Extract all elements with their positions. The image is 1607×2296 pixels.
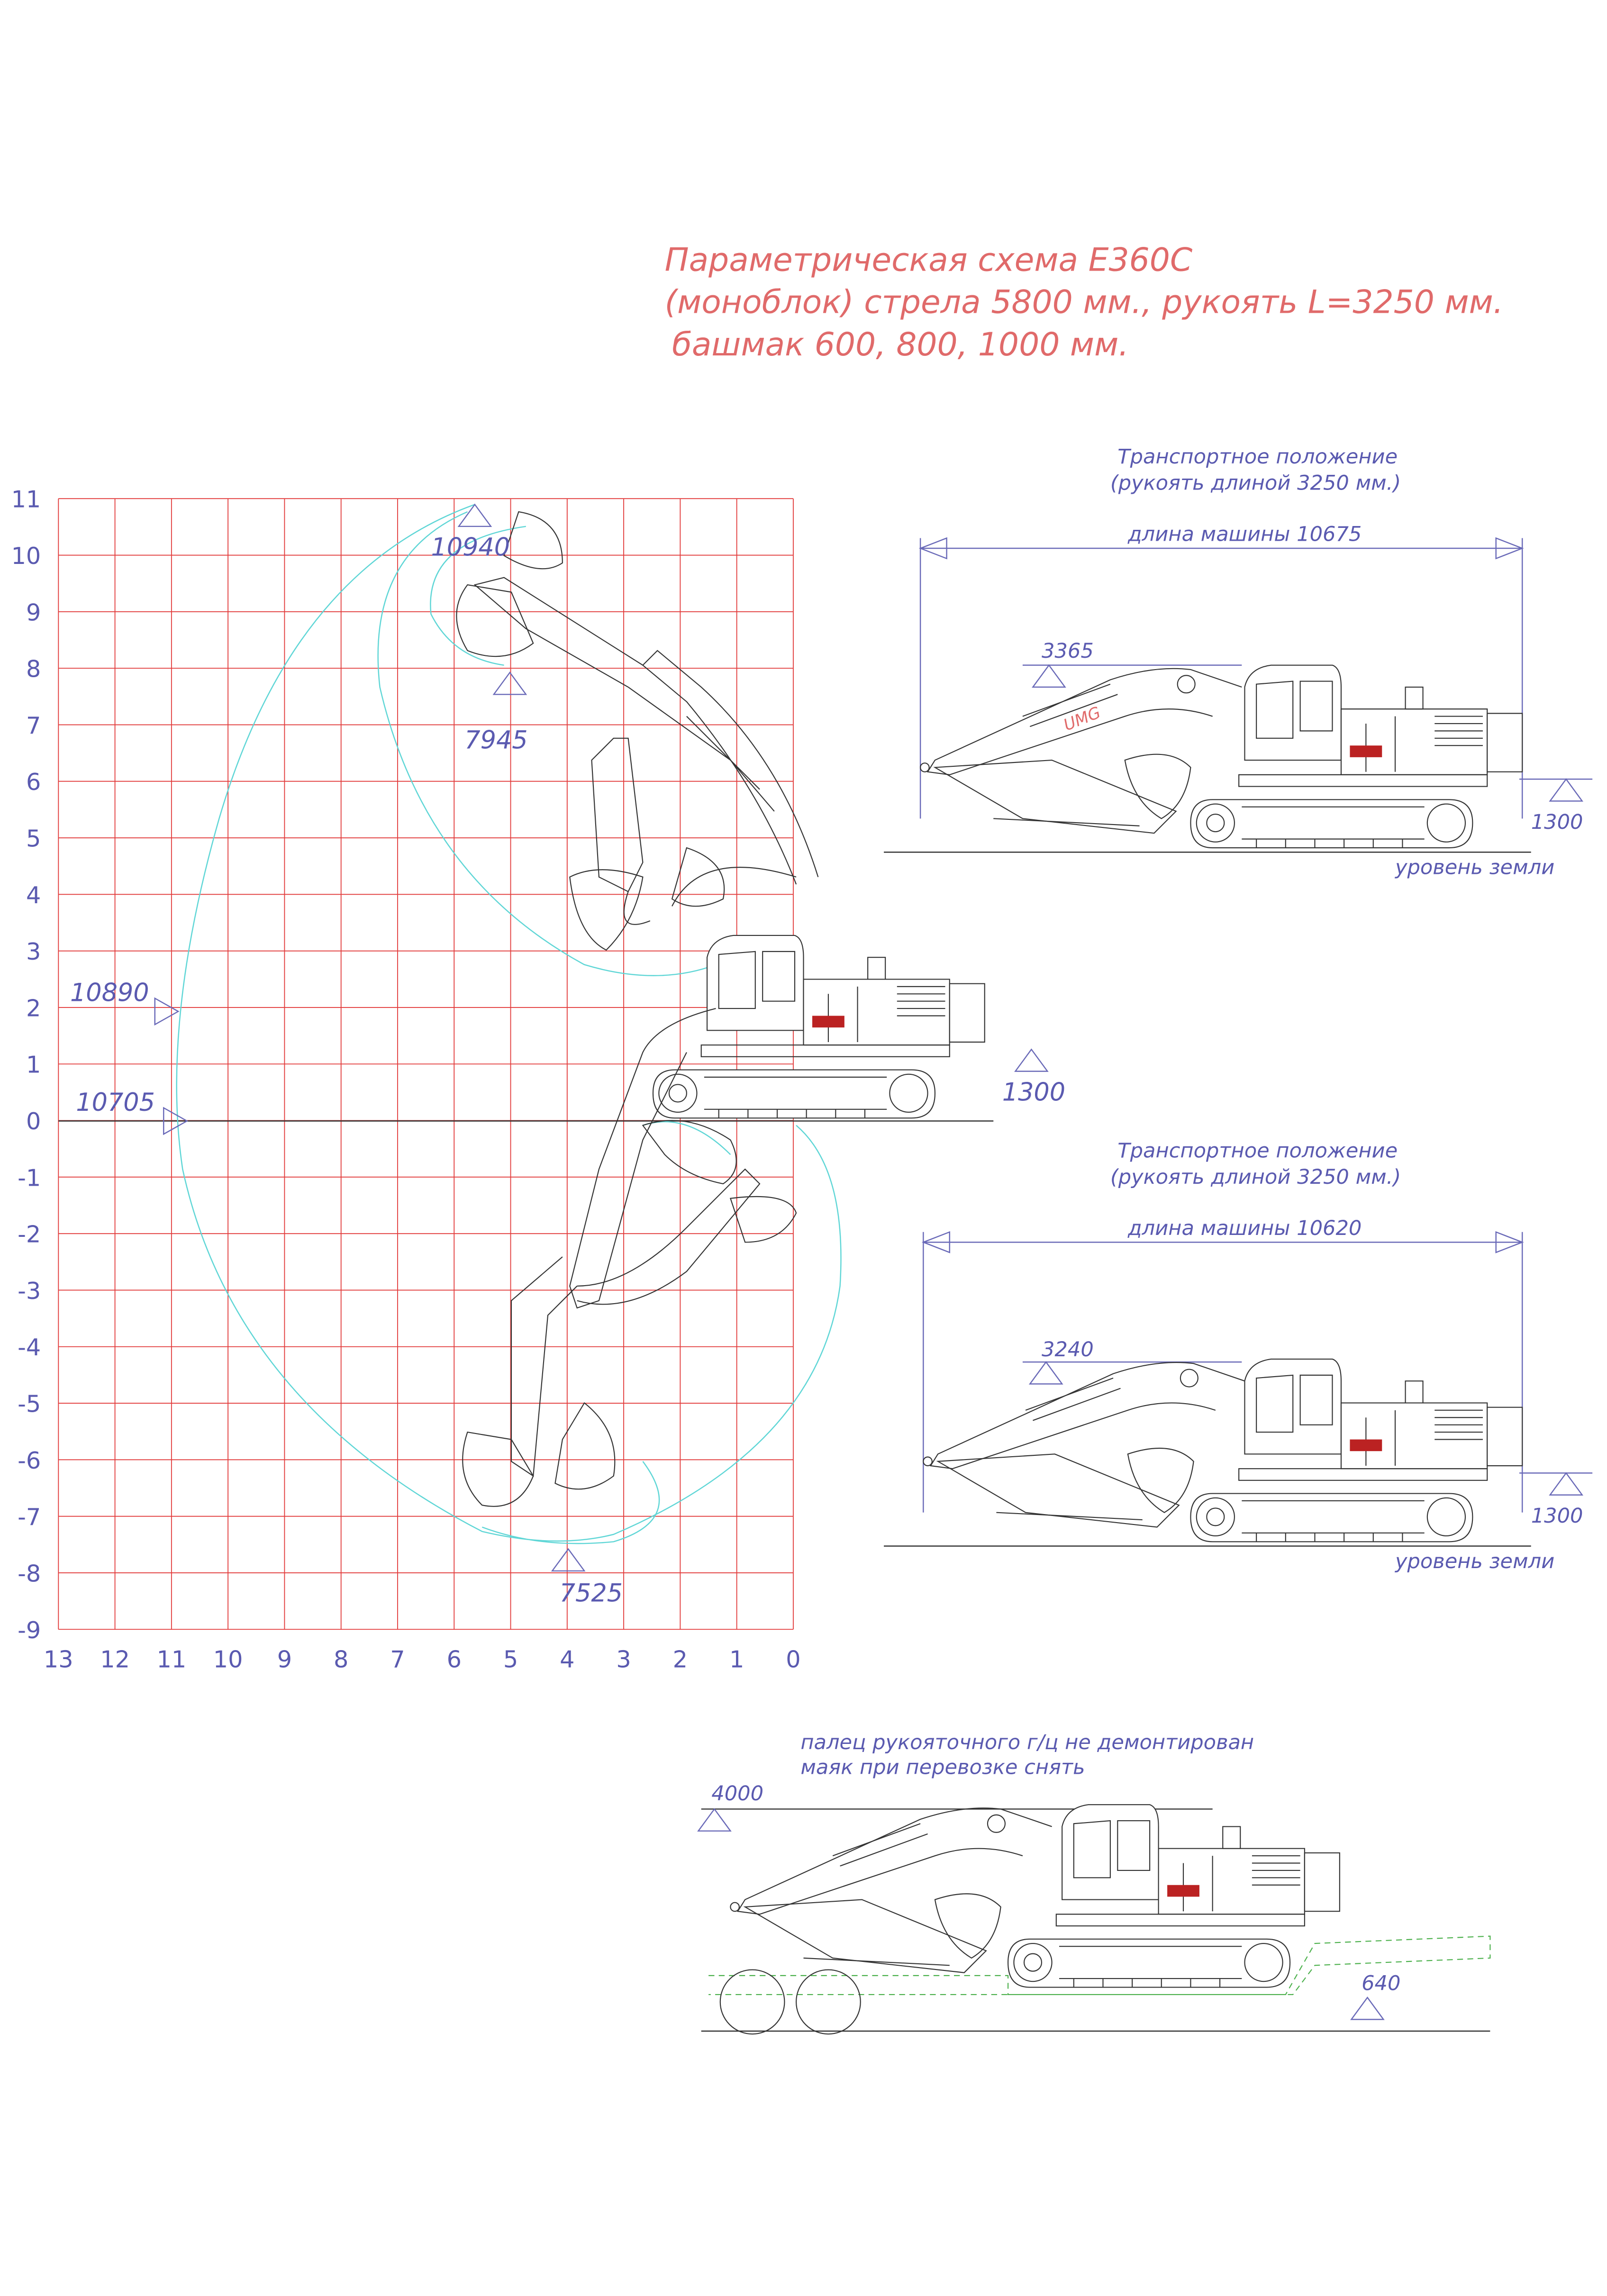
bottom-envelope [481, 1121, 731, 1544]
inner-envelope [377, 511, 716, 976]
svg-text:7525: 7525 [560, 1579, 623, 1608]
transport-position-1: Транспортное положение (рукоять длиной 3… [884, 445, 1593, 879]
y-tick-label: -6 [18, 1447, 41, 1474]
excavator-body [1189, 664, 1523, 849]
title-line-2: (моноблок) стрела 5800 мм., рукоять L=32… [665, 283, 1504, 321]
x-tick-label: 8 [334, 1645, 348, 1673]
y-tick-label: 10 [11, 542, 41, 570]
y-tick-label: -8 [18, 1560, 41, 1587]
y-tick-label: 8 [26, 655, 41, 683]
transport-position-2: Транспортное положение (рукоять длиной 3… [884, 1139, 1593, 1573]
x-tick-label: 11 [156, 1645, 186, 1673]
y-tick-label: 1 [26, 1051, 41, 1079]
y-tick-label: 4 [26, 881, 41, 909]
trailer-note-2: маяк при перевозке снять [800, 1755, 1085, 1779]
x-tick-label: 9 [277, 1645, 292, 1673]
title-line-1: Параметрическая схема E360C [665, 241, 1193, 278]
svg-text:10890: 10890 [70, 979, 149, 1007]
dump-envelope [430, 526, 526, 666]
trailer-height: 4000 [711, 1782, 763, 1806]
transport-1-subtitle: (рукоять длиной 3250 мм.) [1110, 472, 1401, 495]
y-tick-label: -7 [18, 1503, 41, 1531]
transport-2-length: длина машины 10620 [1127, 1216, 1362, 1240]
x-tick-label: 12 [100, 1645, 130, 1673]
excavator-front [730, 1807, 1053, 1973]
x-tick-label: 10 [213, 1645, 243, 1673]
digging-envelope [176, 504, 842, 1542]
y-tick-label: 7 [26, 712, 41, 739]
y-tick-label: -9 [18, 1616, 41, 1644]
y-tick-label: -2 [18, 1221, 41, 1248]
y-tick-label: 2 [26, 994, 41, 1022]
title-line-3: башмак 600, 800, 1000 мм. [672, 326, 1129, 363]
excavator-body [1007, 1804, 1341, 1988]
y-tick-label: 0 [26, 1107, 41, 1135]
ground-reach-marker: 10705 [76, 1088, 189, 1135]
x-tick-label: 6 [447, 1645, 462, 1673]
x-tick-label: 3 [616, 1645, 631, 1673]
transport-2-subtitle: (рукоять длиной 3250 мм.) [1110, 1165, 1401, 1189]
svg-text:1300: 1300 [1002, 1078, 1065, 1107]
dig-depth-marker: 7525 [551, 1548, 623, 1608]
excavator-body [1189, 1358, 1523, 1543]
max-height-marker: 10940 [431, 503, 510, 562]
boom-poses [456, 511, 819, 1507]
transport-1-length: длина машины 10675 [1127, 523, 1362, 546]
working-range-grid [58, 498, 794, 1630]
svg-text:10940: 10940 [431, 533, 510, 562]
transport-1-ground-label: уровень земли [1394, 855, 1554, 879]
excavator-body [652, 935, 986, 1119]
transport-2-height: 3240 [1042, 1338, 1094, 1361]
y-tick-label: 5 [26, 825, 41, 853]
y-tick-label: -1 [18, 1164, 41, 1191]
y-tick-label: 6 [26, 768, 41, 796]
y-tick-label: -3 [18, 1277, 41, 1305]
x-tick-label: 13 [44, 1645, 73, 1673]
trailer-transport: палец рукояточного г/ц не демонтирован м… [697, 1731, 1491, 2035]
transport-2-tail-height: 1300 [1531, 1504, 1583, 1528]
y-tick-label: -5 [18, 1390, 41, 1418]
max-reach-marker: 10890 [70, 979, 180, 1026]
x-tick-label: 2 [673, 1645, 688, 1673]
x-tick-label: 0 [786, 1645, 800, 1673]
y-tick-label: -4 [18, 1334, 41, 1361]
svg-text:7945: 7945 [464, 726, 527, 754]
x-tick-label: 7 [390, 1645, 405, 1673]
transport-2-ground-label: уровень земли [1394, 1550, 1554, 1573]
x-tick-label: 1 [729, 1645, 744, 1673]
x-tick-label: 4 [560, 1645, 574, 1673]
y-tick-label: 3 [26, 938, 41, 965]
transport-2-title: Транспортное положение [1117, 1139, 1398, 1163]
trailer-note-1: палец рукояточного г/ц не демонтирован [800, 1731, 1254, 1754]
x-tick-label: 5 [503, 1645, 518, 1673]
svg-text:10705: 10705 [76, 1088, 155, 1117]
y-tick-label: 9 [26, 599, 41, 626]
trailer-deck-height: 640 [1362, 1972, 1400, 1996]
transport-1-height: 3365 [1042, 639, 1094, 663]
counterweight-clearance-marker: 1300 [1002, 1048, 1065, 1107]
y-tick-label: 11 [11, 486, 41, 513]
transport-1-tail-height: 1300 [1531, 810, 1583, 834]
dump-height-marker: 7945 [464, 671, 528, 754]
transport-1-title: Транспортное положение [1117, 445, 1398, 469]
